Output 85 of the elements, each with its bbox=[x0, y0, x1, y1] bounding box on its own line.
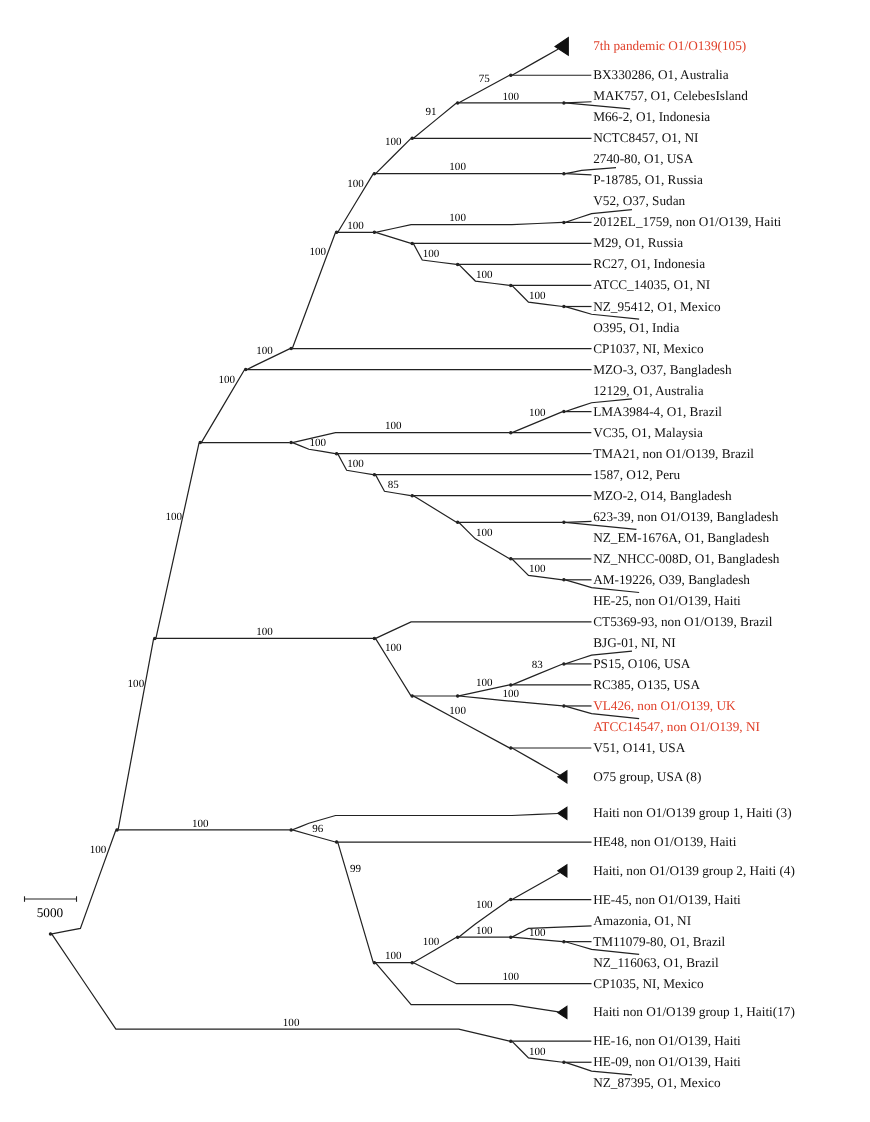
node-point bbox=[562, 578, 566, 582]
node-point bbox=[372, 472, 377, 477]
node-triangle bbox=[556, 769, 568, 784]
connector bbox=[511, 558, 592, 560]
node-point bbox=[509, 73, 513, 77]
node-point bbox=[509, 557, 513, 561]
node-point bbox=[372, 171, 377, 176]
connector bbox=[51, 829, 117, 935]
connector bbox=[511, 74, 592, 76]
node-point bbox=[562, 662, 566, 666]
node-point bbox=[509, 746, 513, 750]
node-triangle bbox=[554, 36, 569, 57]
node-point bbox=[455, 262, 460, 267]
connector bbox=[375, 621, 593, 639]
connector bbox=[511, 684, 592, 686]
connector bbox=[511, 899, 592, 901]
node-point bbox=[509, 683, 513, 687]
connector bbox=[51, 933, 511, 1042]
connector bbox=[458, 263, 592, 266]
connector bbox=[291, 829, 336, 843]
node-point bbox=[372, 960, 377, 965]
node-point bbox=[562, 704, 566, 708]
node-point bbox=[289, 346, 293, 351]
connector bbox=[458, 102, 564, 104]
connector bbox=[458, 684, 511, 697]
node-point bbox=[115, 828, 119, 832]
node-point bbox=[198, 440, 202, 445]
connector bbox=[564, 663, 593, 665]
connector bbox=[511, 925, 593, 938]
node-triangle bbox=[556, 1005, 568, 1020]
connector bbox=[564, 650, 633, 665]
node-point bbox=[455, 694, 460, 698]
node-triangle bbox=[556, 863, 568, 878]
connector bbox=[511, 747, 592, 749]
connector bbox=[458, 899, 511, 938]
node-point bbox=[562, 409, 566, 414]
connector bbox=[564, 579, 593, 581]
connector bbox=[511, 558, 564, 581]
node-point bbox=[562, 304, 566, 309]
connector bbox=[511, 871, 561, 901]
connector bbox=[117, 829, 291, 831]
connector bbox=[511, 663, 564, 686]
connector bbox=[458, 521, 511, 560]
node-point bbox=[509, 897, 513, 902]
node-point bbox=[562, 101, 566, 105]
node-point bbox=[509, 1039, 513, 1043]
node-point bbox=[455, 935, 460, 939]
node-point bbox=[509, 283, 513, 288]
node-point bbox=[410, 241, 414, 246]
connector bbox=[337, 453, 374, 476]
node-point bbox=[372, 230, 377, 235]
node-point bbox=[455, 101, 460, 105]
node-point bbox=[334, 451, 339, 456]
connector bbox=[564, 102, 631, 110]
node-point bbox=[48, 932, 53, 936]
node-point bbox=[509, 935, 513, 939]
node-point bbox=[289, 440, 293, 445]
node-point bbox=[334, 840, 339, 844]
node-point bbox=[410, 493, 414, 498]
node-point bbox=[455, 520, 460, 525]
node-point bbox=[289, 828, 293, 832]
node-point bbox=[243, 367, 248, 372]
connector bbox=[511, 747, 561, 776]
connector bbox=[246, 368, 593, 371]
node-point bbox=[562, 1060, 566, 1064]
connector bbox=[375, 474, 593, 476]
connector bbox=[337, 453, 593, 455]
connector bbox=[564, 579, 640, 594]
node-point bbox=[410, 960, 414, 965]
connector bbox=[291, 812, 559, 831]
connector bbox=[458, 74, 511, 104]
node-point bbox=[153, 636, 157, 641]
node-point bbox=[334, 230, 339, 235]
connector bbox=[337, 231, 374, 233]
connector bbox=[337, 173, 374, 233]
node-point bbox=[372, 636, 377, 641]
connector bbox=[337, 841, 593, 843]
connector bbox=[511, 1040, 592, 1042]
connector bbox=[511, 48, 559, 76]
connector bbox=[564, 101, 593, 104]
connector bbox=[458, 936, 511, 938]
node-point bbox=[509, 430, 513, 435]
node-triangle bbox=[556, 806, 568, 821]
connector bbox=[337, 841, 374, 963]
node-point bbox=[410, 136, 414, 141]
